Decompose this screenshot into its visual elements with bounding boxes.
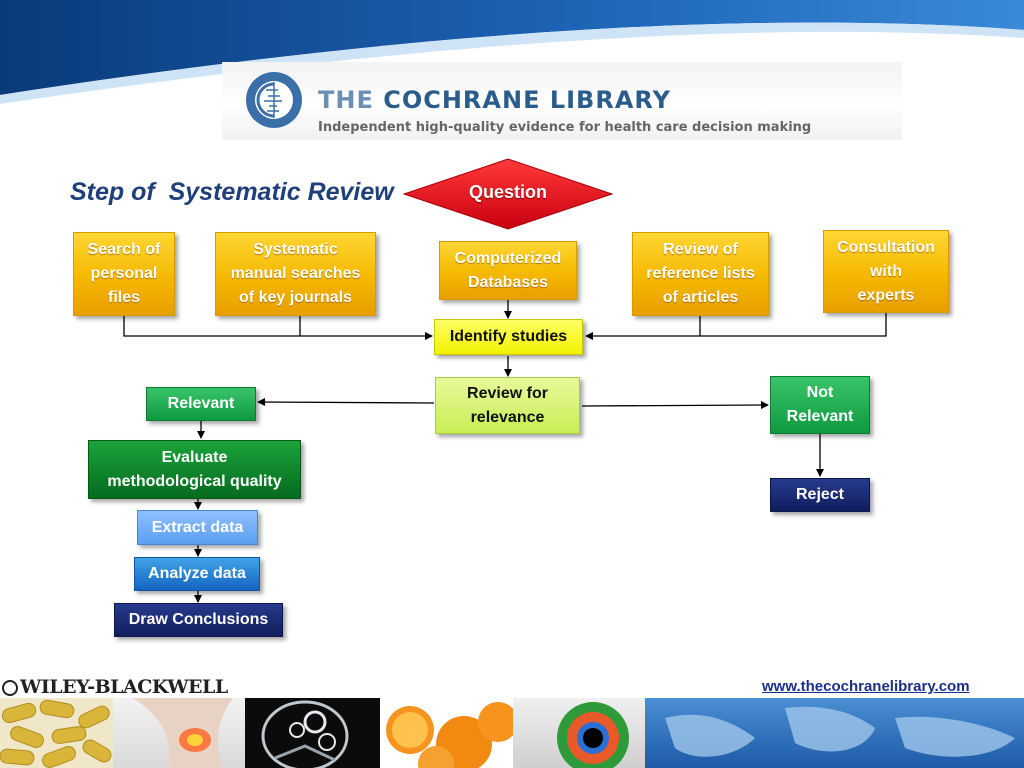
question-diamond	[402, 158, 614, 230]
source-line: files	[107, 289, 140, 306]
review-line: Review for	[467, 384, 548, 402]
wiley-blackwell-logo: WILEY-BLACKWELL	[2, 676, 228, 698]
evaluate-line: Evaluate	[161, 448, 228, 466]
evaluate-quality-box: Evaluate methodological quality	[88, 440, 301, 499]
source-line: Search of	[87, 241, 161, 258]
source-line: Computerized	[454, 249, 562, 267]
not-relevant-line: Not	[806, 384, 834, 401]
connector-experts	[585, 313, 887, 340]
extract-data-box: Extract data	[137, 510, 258, 545]
brand-title: THE COCHRANE LIBRARY	[318, 86, 671, 114]
pills-image	[0, 698, 113, 768]
review-relevance-box: Review for relevance	[435, 377, 580, 434]
cochrane-logo-icon	[246, 72, 302, 128]
draw-conclusions-label: Draw Conclusions	[128, 611, 269, 628]
connector-review-notrelevant	[581, 401, 769, 410]
source-line: Consultation	[837, 238, 935, 256]
slide-title: Step of Systematic Review	[70, 178, 394, 206]
review-line: relevance	[470, 408, 545, 426]
pills-illustration	[0, 698, 113, 768]
world-map-image	[645, 698, 1024, 768]
wiley-emblem-icon	[2, 680, 18, 696]
xray-head-image	[245, 698, 380, 768]
publisher-name: WILEY-BLACKWELL	[20, 676, 228, 698]
brand-name: COCHRANE LIBRARY	[383, 86, 671, 114]
footer-url-link[interactable]: www.thecochranelibrary.com	[762, 678, 970, 695]
evaluate-line: methodological quality	[107, 472, 282, 490]
source-line: manual searches	[230, 265, 361, 282]
draw-conclusions-box: Draw Conclusions	[114, 603, 283, 637]
relevant-box: Relevant	[146, 387, 256, 421]
source-manual-searches: Systematic manual searches of key journals	[215, 232, 376, 316]
relevant-label: Relevant	[167, 395, 235, 412]
reject-box: Reject	[770, 478, 870, 512]
throat-illustration	[133, 698, 233, 768]
identify-studies-box: Identify studies	[434, 319, 583, 355]
source-line: of articles	[662, 289, 739, 306]
throat-image	[113, 698, 245, 768]
map-illustration	[665, 706, 1015, 757]
source-line: of key journals	[239, 289, 352, 306]
source-consultation-experts: Consultation with experts	[823, 230, 949, 313]
connector-files	[123, 316, 433, 340]
brand-prefix: THE	[318, 86, 384, 114]
not-relevant-line: Relevant	[786, 408, 854, 425]
source-line: Systematic	[253, 241, 338, 258]
xray-illustration	[261, 700, 349, 768]
source-line: Review of	[663, 241, 738, 258]
source-line: experts	[857, 286, 915, 304]
source-line: with	[869, 262, 902, 280]
eye-image	[513, 698, 645, 768]
source-line: personal	[90, 265, 158, 282]
source-personal-files: Search of personal files	[73, 232, 175, 316]
oranges-image	[380, 698, 513, 768]
source-reference-lists: Review of reference lists of articles	[632, 232, 769, 316]
extract-data-label: Extract data	[151, 518, 244, 536]
question-label: Question	[468, 182, 547, 202]
brand-tagline: Independent high-quality evidence for he…	[318, 120, 812, 135]
source-line: reference lists	[646, 265, 755, 282]
analyze-data-box: Analyze data	[134, 557, 260, 591]
identify-studies-label: Identify studies	[449, 328, 568, 345]
reject-label: Reject	[795, 486, 845, 503]
analyze-data-label: Analyze data	[148, 565, 246, 582]
logo-band	[222, 62, 902, 140]
eye-illustration	[557, 702, 629, 768]
oranges-illustration	[386, 702, 513, 768]
header-swoosh	[0, 0, 1024, 104]
source-line: Databases	[467, 273, 549, 291]
connector-review-relevant	[257, 398, 435, 407]
